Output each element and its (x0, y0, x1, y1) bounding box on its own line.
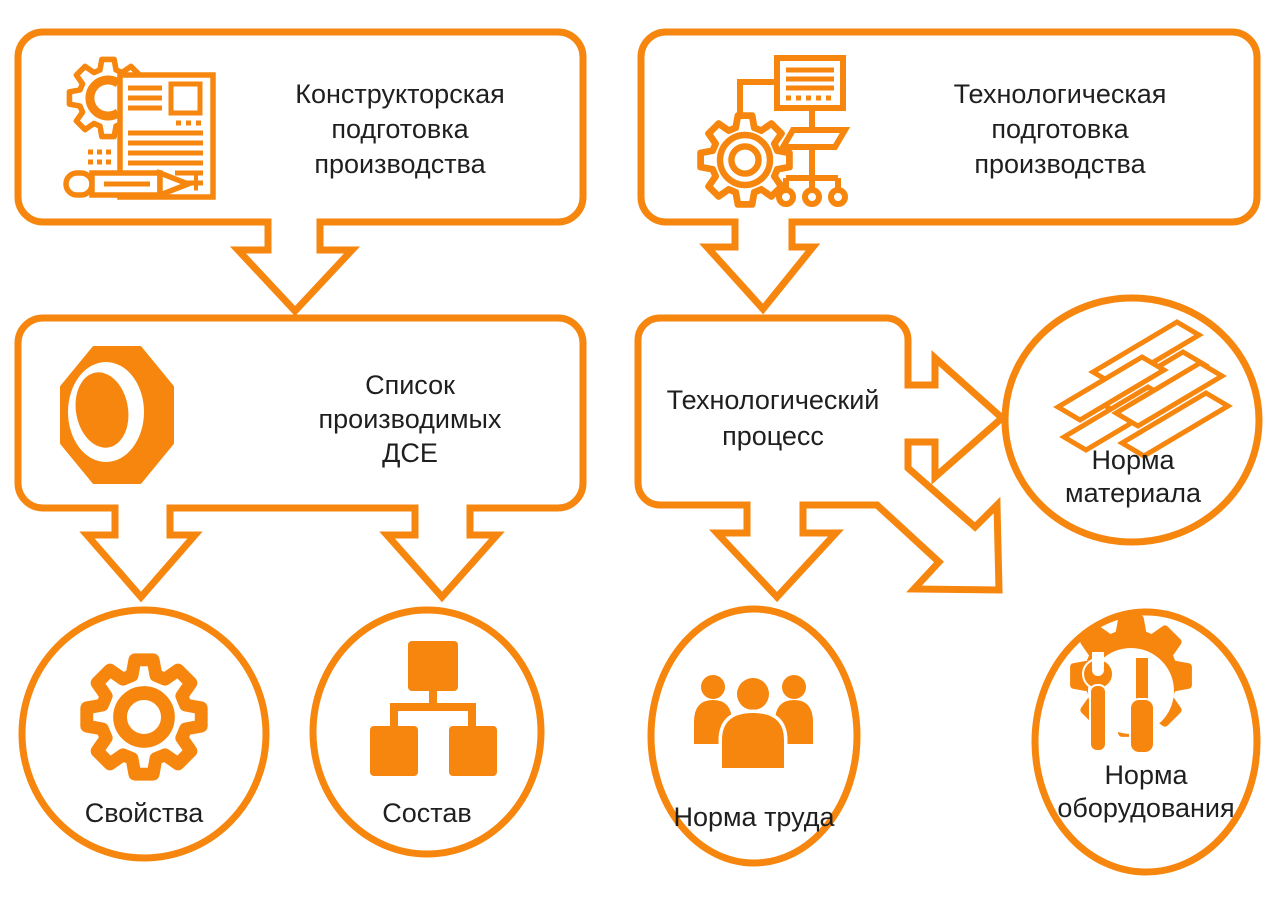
tech-process-label-line2: процесс (722, 421, 824, 451)
dse-list-label: Список производимых ДСЕ (245, 368, 575, 470)
tech-process-label: Технологический процесс (642, 382, 904, 454)
wrench-icon (1082, 652, 1114, 752)
blueprint-gear-pencil-icon (63, 59, 216, 200)
dse-list-label-line3: ДСЕ (382, 438, 438, 468)
tech-process-box (634, 314, 1008, 603)
hierarchy-icon (370, 641, 497, 776)
gear-flowchart-icon (701, 55, 851, 204)
equipment-norm-label-line2: оборудования (1057, 793, 1235, 823)
dse-list-label-line2: производимых (318, 404, 502, 434)
tech-prep-label-line2: подготовка (991, 114, 1129, 144)
gear-tools-icon (1074, 619, 1188, 754)
tech-prep-label-line3: производства (974, 149, 1146, 179)
gear-icon (87, 660, 201, 774)
design-prep-label: Конструкторская подготовка производства (230, 77, 570, 182)
properties-label: Свойства (84, 798, 204, 828)
tech-prep-label-line1: Технологическая (953, 79, 1167, 109)
tech-prep-label: Технологическая подготовка производства (880, 77, 1240, 182)
composition-label: Состав (382, 798, 472, 828)
design-prep-label-line3: производства (314, 149, 486, 179)
nut-icon (60, 346, 174, 484)
material-norm-label-line2: материала (1065, 478, 1201, 508)
equipment-norm-label-line1: Норма (1104, 760, 1188, 790)
material-norm-label: Норма материала (1010, 444, 1256, 510)
equipment-norm-label: Норма оборудования (1026, 759, 1266, 825)
labor-norm-label: Норма труда (673, 802, 835, 832)
composition-circle (309, 606, 545, 858)
dse-list-label-line1: Список (365, 370, 455, 400)
design-prep-label-line2: подготовка (331, 114, 469, 144)
design-prep-label-line1: Конструкторская (295, 79, 505, 109)
tech-process-label-line1: Технологический (666, 385, 880, 415)
material-norm-label-line1: Норма (1091, 445, 1175, 475)
people-icon (694, 674, 813, 772)
screwdriver-icon (1129, 656, 1155, 754)
